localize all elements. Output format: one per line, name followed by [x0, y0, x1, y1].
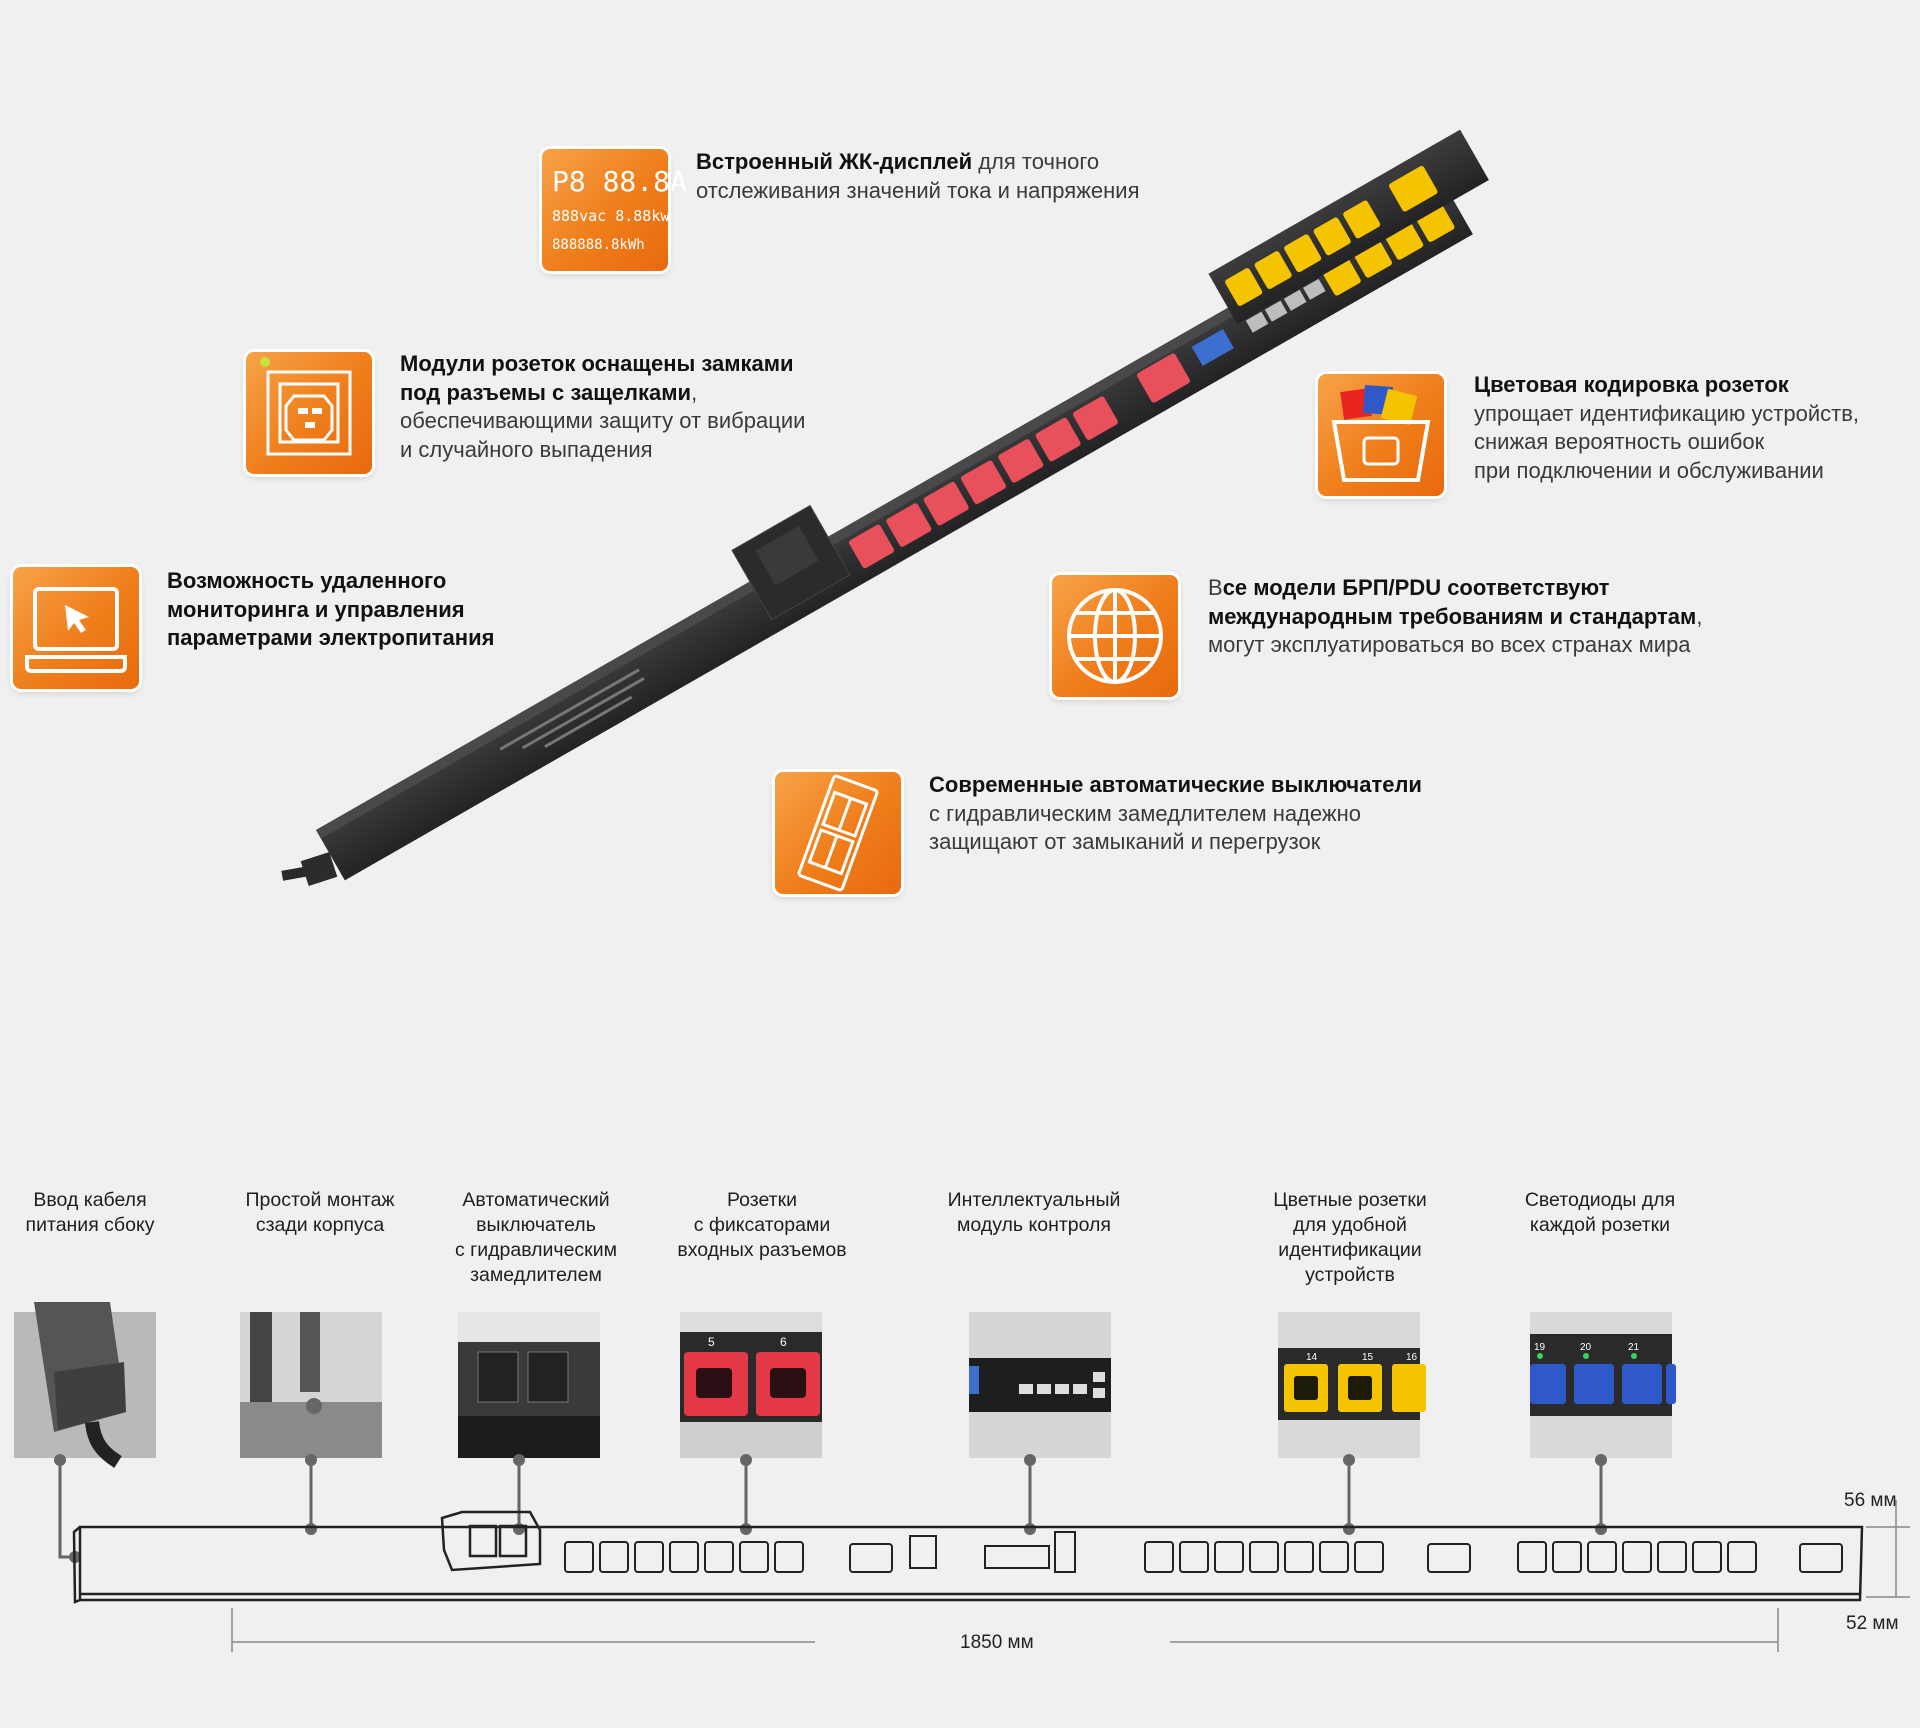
pdu-outline [72, 1510, 1864, 1604]
leader-dots [54, 1454, 1607, 1563]
callout-led-sockets: Светодиоды для каждой розетки [1524, 1189, 1676, 1236]
lcd-screen [1191, 329, 1234, 367]
color-coding-icon [1318, 374, 1444, 496]
pdu-product-image [281, 129, 1489, 886]
lcd-row-2: 888vac 8.88kw [552, 207, 670, 225]
laptop-cursor-icon [13, 567, 139, 689]
callout-locking-sockets: Розетки с фиксаторами входных разъемов [677, 1189, 847, 1261]
feature-standards: Все модели БРП/PDU соответствуют междуна… [1208, 575, 1703, 657]
dimension-lines [231, 1500, 1910, 1652]
callout-color-sockets: Цветные розетки для удобной идентификаци… [1273, 1189, 1427, 1286]
socket-number-14: 14 [1306, 1352, 1318, 1363]
locking-sockets-photo: 5 6 [680, 1312, 822, 1458]
dimension-depth: 52 мм [1846, 1613, 1899, 1634]
control-module-photo [969, 1312, 1111, 1458]
color-sockets-photo: 14 15 16 [1278, 1312, 1426, 1458]
socket-number-21: 21 [1628, 1342, 1640, 1353]
socket-row-2 [1144, 1541, 1471, 1573]
socket-row-1 [564, 1531, 1076, 1573]
socket-number-16: 16 [1406, 1352, 1418, 1363]
feature-breakers: Современные автоматические выключатели с… [929, 772, 1422, 854]
led-sockets-photo: 19 20 21 [1530, 1312, 1676, 1458]
globe-icon [1052, 575, 1178, 697]
pdu-line-drawing [54, 1454, 1910, 1652]
dimension-height: 56 мм [1844, 1490, 1897, 1511]
breaker-photo [458, 1312, 600, 1458]
dimension-length: 1850 мм [960, 1632, 1034, 1653]
power-plug [281, 852, 338, 886]
lcd-display-icon: P8 88.8A 888vac 8.88kw 888888.8kWh [542, 149, 687, 271]
socket-number-6: 6 [780, 1335, 787, 1349]
cable-inlet-photo [14, 1302, 156, 1468]
callout-rear-mount: Простой монтаж сзади корпуса [245, 1189, 395, 1236]
feature-lcd: Встроенный ЖК-дисплей для точного отслеж… [696, 149, 1140, 203]
callout-breaker: Автоматический выключатель с гидравличес… [454, 1189, 617, 1286]
feature-color-coding: Цветовая кодировка розеток упрощает иден… [1474, 372, 1859, 483]
locking-socket-icon [246, 352, 372, 474]
lcd-row-1: P8 88.8A [552, 165, 687, 198]
callout-cable-inlet: Ввод кабеля питания сбоку [25, 1189, 155, 1236]
socket-number-20: 20 [1580, 1342, 1592, 1353]
socket-number-19: 19 [1534, 1342, 1546, 1353]
circuit-breaker-icon [775, 772, 901, 894]
feature-remote: Возможность удаленного мониторинга и упр… [167, 568, 495, 650]
rear-mount-photo [240, 1312, 382, 1458]
socket-number-5: 5 [708, 1335, 715, 1349]
callout-control-module: Интеллектуальный модуль контроля [947, 1189, 1121, 1236]
socket-number-15: 15 [1362, 1352, 1374, 1363]
feature-locking: Модули розеток оснащены замками под разъ… [400, 351, 806, 462]
lcd-row-3: 888888.8kWh [552, 237, 645, 253]
red-sockets [849, 353, 1190, 569]
socket-row-3 [1517, 1541, 1843, 1573]
network-ports [1245, 278, 1326, 333]
